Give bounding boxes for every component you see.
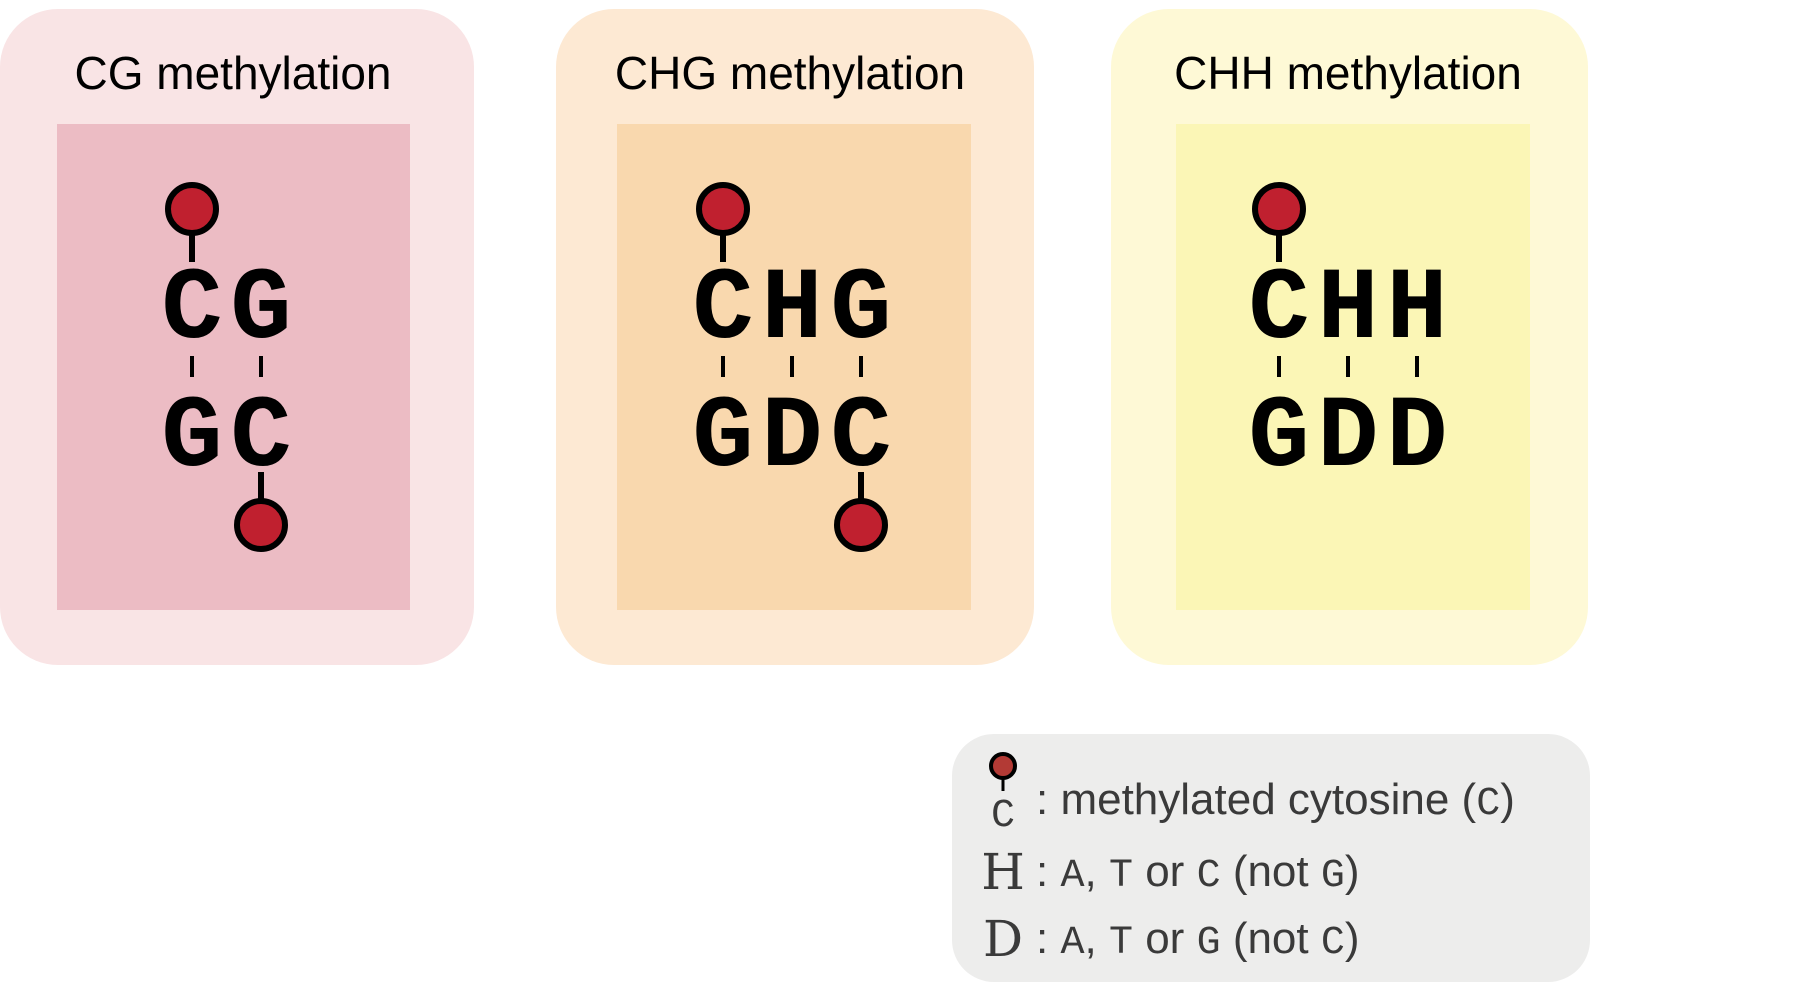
- cg-panel: CG methylation C G G C: [0, 9, 474, 665]
- chg-bottom-methyl-group: [834, 498, 888, 552]
- legend-d-symbol: D: [983, 910, 1023, 968]
- cg-bottom-methyl-group: [234, 498, 288, 552]
- chh-top-base: C: [1248, 252, 1309, 368]
- chg-top-base: G: [830, 252, 891, 368]
- cg-top-base: G: [230, 252, 291, 368]
- cg-top-methyl-group: [165, 182, 219, 236]
- chg-bottom-base: G: [692, 380, 753, 496]
- chh-panel: CHH methylation C H H G D D: [1111, 9, 1588, 665]
- cg-bottom-base: G: [161, 380, 222, 496]
- chg-top-base: C: [692, 252, 753, 368]
- legend: C : methylated cytosine (C) H : A, T or …: [952, 734, 1590, 982]
- chg-top-methyl-group: [696, 182, 750, 236]
- chg-top-base: H: [761, 252, 822, 368]
- legend-methyl-cytosine-symbol: C: [991, 794, 1015, 839]
- legend-h-description: : A, T or C (not G): [1036, 847, 1360, 899]
- legend-methyl-description: : methylated cytosine (C): [1036, 775, 1515, 827]
- chh-top-base: H: [1317, 252, 1378, 368]
- legend-d-description: : A, T or G (not C): [1036, 914, 1360, 966]
- cg-panel-title: CG methylation: [74, 47, 391, 99]
- chh-panel-title: CHH methylation: [1174, 47, 1522, 99]
- cg-bottom-base: C: [230, 380, 291, 496]
- legend-h-symbol: H: [981, 843, 1025, 901]
- legend-box: [952, 734, 1590, 982]
- chh-bottom-base: G: [1248, 380, 1309, 496]
- chh-top-base: H: [1386, 252, 1447, 368]
- legend-methyl-group: [989, 752, 1017, 780]
- chg-panel: CHG methylation C H G G D C: [556, 9, 1034, 665]
- chh-bottom-base: D: [1317, 380, 1378, 496]
- cg-panel-inner: [57, 124, 410, 610]
- chg-bottom-base: C: [830, 380, 891, 496]
- chh-top-methyl-group: [1252, 182, 1306, 236]
- cg-top-base: C: [161, 252, 222, 368]
- chh-bottom-base: D: [1386, 380, 1447, 496]
- chh-panel-inner: [1176, 124, 1530, 610]
- chg-bottom-base: D: [761, 380, 822, 496]
- chg-panel-title: CHG methylation: [615, 47, 965, 99]
